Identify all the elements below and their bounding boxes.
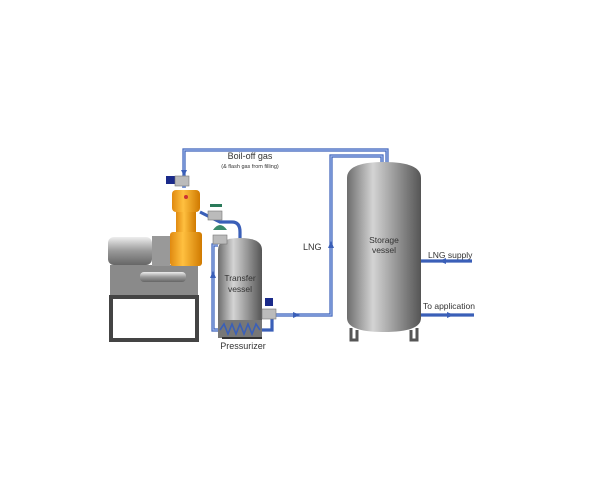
actuator-icon bbox=[166, 176, 175, 184]
to-application-label: To application bbox=[423, 301, 475, 311]
transfer-vessel bbox=[218, 238, 262, 339]
flow-arrow-icon bbox=[293, 312, 300, 318]
lng-supply-label: LNG supply bbox=[428, 250, 473, 260]
boil-off-valve bbox=[166, 175, 190, 187]
pressurizer-label: Pressurizer bbox=[220, 341, 266, 351]
gas-cylinder bbox=[140, 272, 186, 282]
flow-arrow-icon bbox=[328, 241, 334, 248]
pump-to-transfer-pipe bbox=[199, 210, 274, 332]
pump-body bbox=[170, 232, 202, 266]
hand-valve bbox=[207, 204, 223, 221]
pump-head bbox=[172, 190, 200, 212]
motor bbox=[108, 237, 152, 265]
pump-skid bbox=[108, 190, 202, 342]
flow-arrow-icon bbox=[447, 312, 454, 318]
boil-off-gas-label: Boil-off gas bbox=[228, 151, 273, 161]
flow-arrow-icon bbox=[181, 170, 187, 176]
lng-supply-pipe bbox=[421, 258, 472, 264]
lng-label: LNG bbox=[303, 242, 322, 252]
actuator-icon bbox=[265, 298, 273, 306]
flow-arrow-icon bbox=[210, 271, 216, 278]
storage-vessel-label-1: Storage bbox=[369, 235, 399, 245]
pressurizer-coil bbox=[219, 321, 261, 337]
control-valve bbox=[212, 225, 228, 245]
skid-frame bbox=[109, 295, 199, 342]
flow-arrow-icon bbox=[439, 258, 446, 264]
storage-vessel-label-2: vessel bbox=[372, 245, 396, 255]
transfer-outlet-valve bbox=[261, 298, 277, 320]
lng-transfer-pipe bbox=[272, 154, 384, 318]
transfer-vessel-label-2: vessel bbox=[228, 284, 252, 294]
to-application-pipe bbox=[421, 312, 474, 318]
boil-off-gas-pipe bbox=[181, 148, 389, 188]
transfer-vessel-label-1: Transfer bbox=[224, 273, 256, 283]
storage-vessel bbox=[347, 162, 421, 342]
boil-off-gas-sublabel: (& flash gas from filling) bbox=[221, 164, 279, 170]
